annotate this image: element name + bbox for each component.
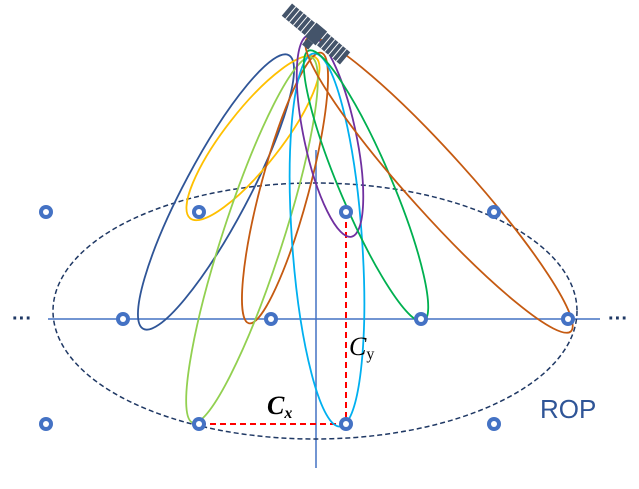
user-point: [192, 417, 206, 431]
beam-light-green: [185, 56, 319, 424]
user-point: [264, 312, 278, 326]
cy-label-sub: y: [366, 346, 374, 363]
user-point: [192, 205, 206, 219]
user-point: [39, 205, 53, 219]
cx-label-main: C: [267, 391, 285, 420]
satellite-icon: [281, 3, 351, 65]
user-point: [414, 312, 428, 326]
beam-purple: [295, 34, 365, 238]
ellipsis-right: ···: [608, 308, 628, 330]
user-point: [339, 205, 353, 219]
beam-cyan: [288, 52, 366, 428]
beam-orange-inner: [241, 51, 329, 325]
cx-label: Cx: [267, 391, 292, 422]
beam-navy: [137, 53, 295, 331]
user-points: [39, 205, 575, 431]
cy-label-main: C: [349, 332, 367, 361]
user-point: [561, 312, 575, 326]
user-point: [339, 417, 353, 431]
user-point: [116, 312, 130, 326]
beam-green: [302, 49, 430, 323]
user-point: [39, 417, 53, 431]
rop-label: ROP: [540, 394, 596, 424]
user-point: [487, 417, 501, 431]
beams: [137, 34, 574, 428]
cx-label-sub: x: [283, 405, 292, 422]
ellipsis-left: ···: [12, 308, 32, 330]
rop-boundary: [52, 182, 578, 440]
cy-label: Cy: [349, 332, 374, 363]
user-point: [487, 205, 501, 219]
beam-yellow: [185, 54, 321, 222]
